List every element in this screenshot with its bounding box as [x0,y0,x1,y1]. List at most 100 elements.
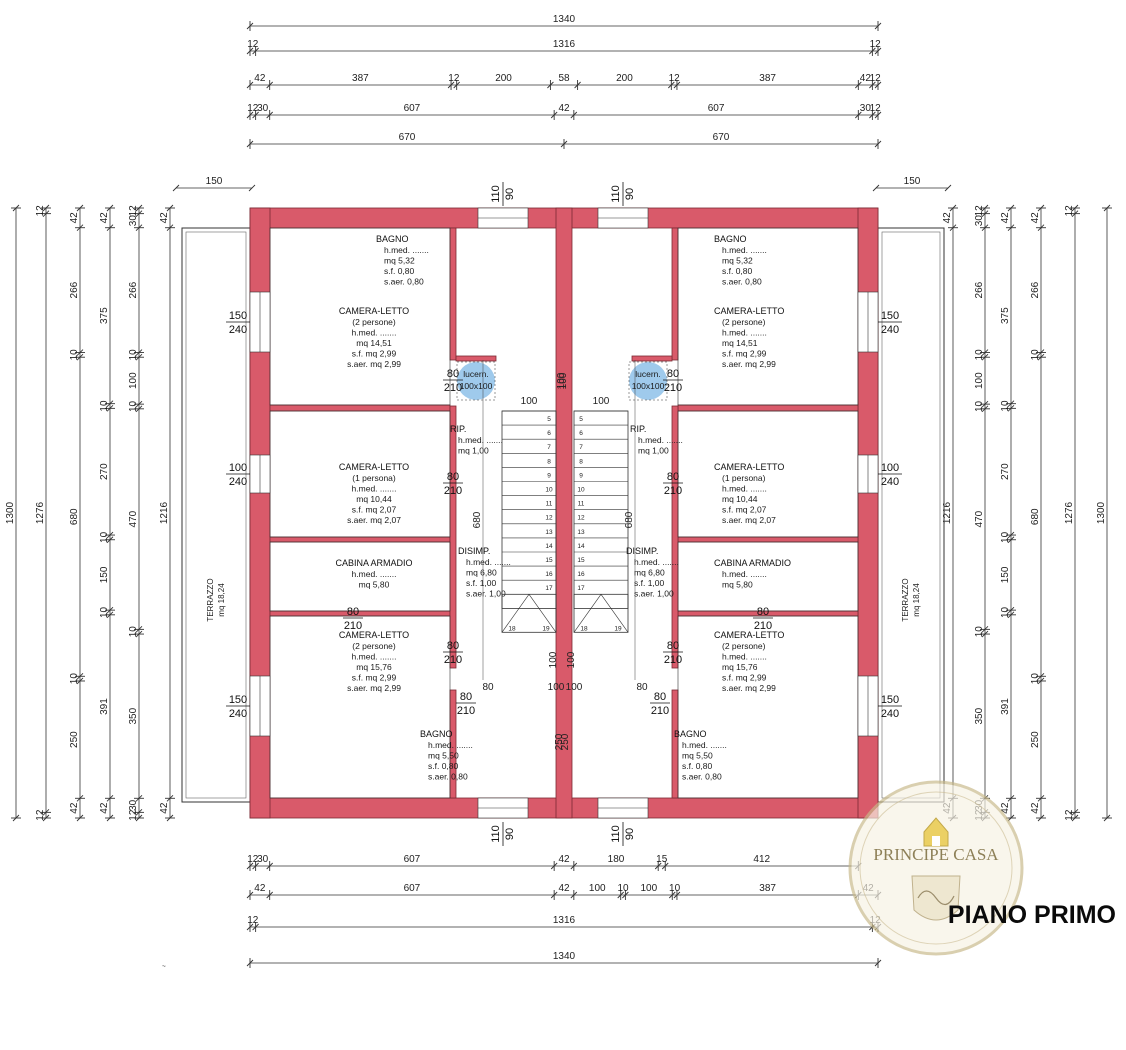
dim-label: 12 [247,39,259,50]
room-outline [677,227,859,406]
dim-label: 470 [128,510,139,527]
room-info-line: h.med. ....... [722,245,767,255]
plan-title: PIANO PRIMO [948,901,1116,929]
dim-label: 100 [640,883,657,894]
dim-label: 266 [69,281,80,298]
step-number: 14 [545,543,553,550]
dim-label: 10 [1000,531,1011,543]
door-width: 80 [447,471,459,483]
dim-label: 1300 [5,501,16,524]
dim-label: 30 [128,799,139,811]
dim-label: 15 [656,854,668,865]
door-width: 80 [654,691,666,703]
inner-wall [677,536,859,543]
landing-dim: 100 [593,396,610,407]
dim-label: 10 [99,606,110,618]
dim-label: 375 [1000,307,1011,324]
room-info-line: mq 5,32 [722,256,753,266]
window-width-label: 150 [229,694,247,706]
room-outline [269,541,451,612]
landing-dim: 80 [636,682,648,693]
room-info-line: s.f. mq 2,99 [352,673,397,683]
dim-label: 607 [404,103,421,114]
room-info-line: h.med. ....... [352,652,397,662]
dim-label: 1316 [553,39,576,50]
dim-label: 375 [99,307,110,324]
dim-label: 12 [247,103,259,114]
winder-line [501,594,530,633]
room-info-line: s.aer. mq 2,07 [347,515,401,525]
dim-label: 266 [974,281,985,298]
dim-label: 270 [1000,463,1011,480]
room-camera-letto: CAMERA-LETTO(1 persona)h.med. .......mq … [339,462,409,525]
door-height: 210 [344,620,362,632]
room-info-line: s.aer. 0,80 [428,772,468,782]
landing-dim: 100 [521,396,538,407]
room-info-line: (2 persone) [722,317,766,327]
room-info-line: mq 6,80 [466,568,497,578]
room-info-line: h.med. ....... [722,652,767,662]
principe-casa-stamp: PRINCIPE CASA [848,780,1024,956]
door-width: 80 [757,606,769,618]
dim-label: 387 [759,73,776,84]
window-width-label: 100 [229,462,247,474]
landing-dim: 250 [560,733,571,750]
room-info-line: s.aer. 0,80 [722,277,762,287]
room-name: RIP. [450,424,466,434]
window-width-label: 100 [881,462,899,474]
dim-label: 42 [69,212,80,224]
room-info-line: mq 5,80 [722,580,753,590]
terrace-area: mq 18,24 [217,583,226,617]
dim-label: 42 [99,802,110,814]
room-info-line: mq 14,51 [722,338,758,348]
dim-label: 30 [974,215,985,227]
landing-dim: 80 [482,682,494,693]
room-info-line: mq 10,44 [356,494,392,504]
room-outline [677,541,859,612]
door-width: 80 [447,368,459,380]
room-info-line: h.med. ....... [352,569,397,579]
dim-label: 10 [1030,349,1041,361]
dim-label: 42 [942,212,953,224]
step-number: 9 [579,472,583,479]
step-number: 10 [577,487,585,494]
room-name: CAMERA-LETTO [339,306,409,316]
room-info-line: s.aer. 0,80 [682,772,722,782]
skylight-name: lucern. [635,369,661,379]
window-height-label: 240 [229,324,247,336]
window-height-label: 90 [624,828,636,840]
step-number: 19 [614,625,622,632]
landing-dim: 100 [566,682,583,693]
dim-label: 1216 [159,501,170,524]
dim-label: 1216 [942,501,953,524]
terrace-label: TERRAZZO [206,578,215,621]
step-number: 6 [547,430,551,437]
room-info-line: s.f. 0,80 [428,761,459,771]
inner-wall [671,405,679,669]
dim-label: 12 [669,73,681,84]
room-info-line: (2 persone) [722,641,766,651]
room-camera-letto: CAMERA-LETTO(2 persone)h.med. .......mq … [714,630,784,693]
inner-wall [631,355,673,362]
inner-wall [269,536,451,543]
dim-label: 607 [708,103,725,114]
door-width: 80 [347,606,359,618]
dim-label: 266 [1030,281,1041,298]
dim-label: 607 [404,854,421,865]
dim-label: 12 [1064,205,1075,217]
step-number: 5 [579,416,583,423]
landing-dim: 100 [548,651,559,668]
room-info-line: h.med. ....... [638,435,683,445]
room-info-line: h.med. ....... [352,328,397,338]
dim-label: 10 [69,673,80,685]
room-info-line: s.f. mq 2,99 [352,349,397,359]
room-camera-letto: CAMERA-LETTO(2 persone)h.med. .......mq … [714,306,784,369]
door-height: 210 [444,654,462,666]
